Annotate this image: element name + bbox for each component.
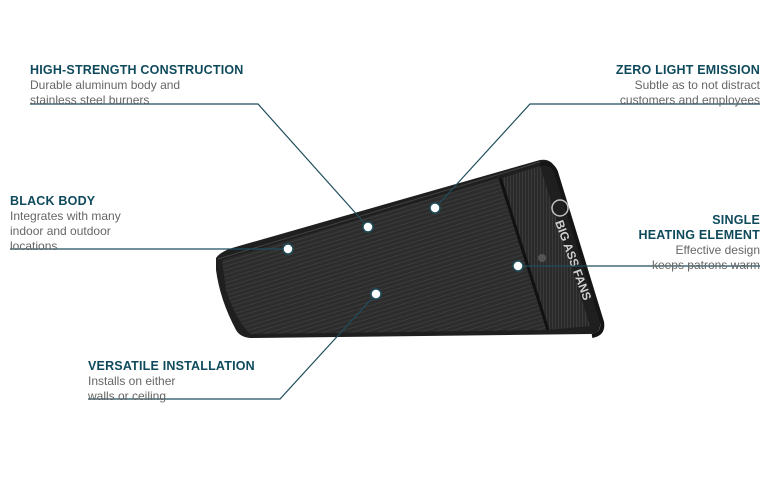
callout-versatile-installation: VERSATILE INSTALLATION Installs on eithe… <box>88 359 255 404</box>
marker-install <box>370 288 382 300</box>
callout-text-line: Subtle as to not distract <box>634 78 760 92</box>
connector-zero <box>434 103 760 209</box>
callout-zero-light: ZERO LIGHT EMISSION Subtle as to not dis… <box>616 63 760 108</box>
marker-black <box>282 243 294 255</box>
callout-text-line: Effective design <box>675 243 761 257</box>
callout-title: VERSATILE INSTALLATION <box>88 359 255 373</box>
marker-heating <box>512 260 524 272</box>
callout-text-line: locations <box>10 239 58 253</box>
callout-text-line: keeps patrons warm <box>651 258 760 272</box>
marker-strength <box>362 221 374 233</box>
callout-text-line: Integrates with many <box>10 209 121 223</box>
sensor-dot <box>538 254 546 262</box>
callout-text-line: walls or ceiling <box>88 389 167 403</box>
callout-title: BLACK BODY <box>10 194 96 208</box>
callout-title: ZERO LIGHT EMISSION <box>615 63 760 77</box>
markers <box>282 202 524 300</box>
marker-zero <box>429 202 441 214</box>
connector-install <box>88 293 377 400</box>
connector-lines <box>10 103 760 400</box>
callout-text-line: Durable aluminum body and <box>30 78 181 92</box>
callout-title: HEATING ELEMENT <box>638 228 760 242</box>
callout-text-line: Installs on either <box>88 374 176 388</box>
callout-title: SINGLE <box>712 213 760 227</box>
callout-title: HIGH-STRENGTH CONSTRUCTION <box>30 63 244 77</box>
heater-body <box>216 159 605 338</box>
callout-text-line: customers and employees <box>619 93 760 107</box>
callout-high-strength: HIGH-STRENGTH CONSTRUCTION Durable alumi… <box>30 63 244 108</box>
callout-black-body: BLACK BODY Integrates with many indoor a… <box>10 194 121 254</box>
callout-heating-element: SINGLE HEATING ELEMENT Effective design … <box>638 213 760 273</box>
callout-text-line: stainless steel burners <box>30 93 150 107</box>
connector-strength <box>30 103 369 228</box>
callout-text-line: indoor and outdoor <box>10 224 111 238</box>
brand-emblem-icon <box>551 199 569 217</box>
